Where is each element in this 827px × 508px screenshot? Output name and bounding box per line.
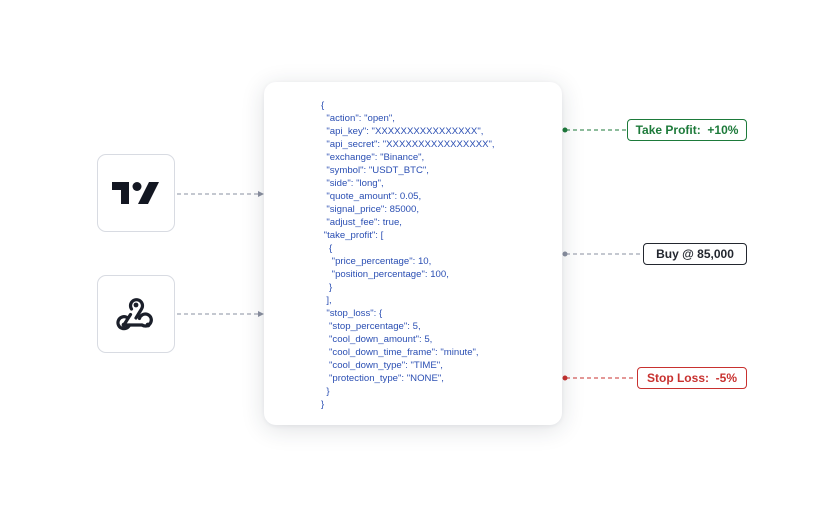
json-payload-card: { "action": "open", "api_key": "XXXXXXXX… <box>264 82 562 425</box>
stop-loss-badge: Stop Loss: -5% <box>637 367 747 389</box>
tradingview-source[interactable] <box>97 154 175 232</box>
take-profit-connector-dot <box>562 127 568 133</box>
buy-connector-dot <box>562 251 568 257</box>
webhook-icon <box>116 298 153 331</box>
tradingview-logo-icon <box>112 182 159 204</box>
take-profit-badge: Take Profit: +10% <box>627 119 747 141</box>
stop-loss-connector-dot <box>562 375 568 381</box>
buy-order-badge: Buy @ 85,000 <box>643 243 747 265</box>
webhook-source[interactable] <box>97 275 175 353</box>
json-payload-code: { "action": "open", "api_key": "XXXXXXXX… <box>321 100 495 410</box>
